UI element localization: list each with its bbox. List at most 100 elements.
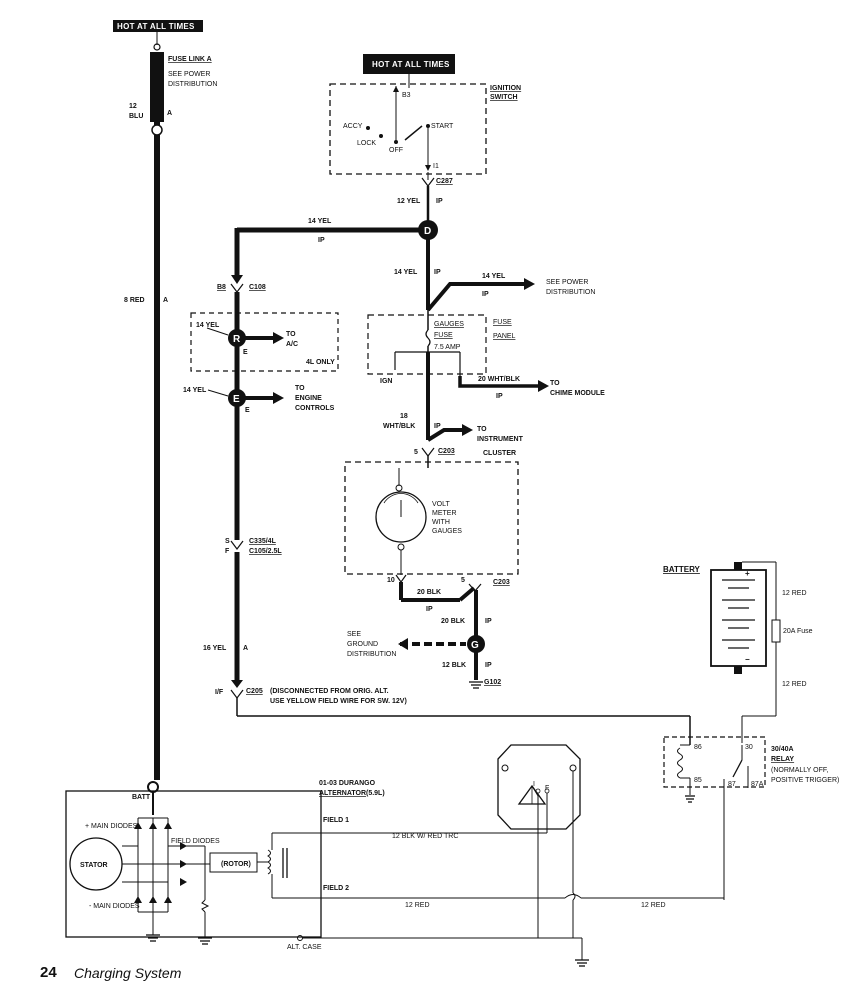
splice-g-letter: G <box>471 640 479 651</box>
batt-label: BATT <box>132 794 151 801</box>
relay-pin-87: 87 <box>728 781 736 788</box>
gauges-fuse-label-2: FUSE <box>434 332 453 339</box>
alternator <box>65 790 724 967</box>
regulator-f-label: F <box>545 785 549 792</box>
splice-r: R <box>190 312 339 372</box>
to-instrument-label-1: TO <box>477 426 487 433</box>
to-instrument-label-3: CLUSTER <box>483 450 516 457</box>
wire-16-yel-label: 16 YEL <box>203 645 227 652</box>
splice-d: D <box>231 220 438 310</box>
alternator-label-3: (5.9L) <box>366 790 385 797</box>
wire-18-label: 18 <box>400 413 408 420</box>
i1-label: I1 <box>433 163 439 170</box>
page-number: 24 <box>40 964 57 981</box>
to-ac-label-1: TO <box>286 331 296 338</box>
pin-5-label: 5 <box>414 449 418 456</box>
splice-r-letter: R <box>233 334 241 345</box>
fuse-link-label: FUSE LINK A <box>168 56 212 63</box>
start-label: START <box>431 123 454 130</box>
ip-label-7: IP <box>426 606 433 613</box>
pin-5b-label: 5 <box>461 577 465 584</box>
wire-12-label: 12 <box>129 103 137 110</box>
alternator-label-1: 01-03 DURANGO <box>319 780 376 787</box>
e-label-1: E <box>243 349 248 356</box>
disconnected-note-1: (DISCONNECTED FROM ORIG. ALT. <box>270 688 389 695</box>
page-section-title: Charging System <box>74 965 182 981</box>
branch-chime-module <box>458 376 549 392</box>
b8-label: B8 <box>217 284 226 291</box>
c335-label: C335/4L <box>249 538 277 545</box>
fuse-20a-label: 20A Fuse <box>783 628 813 635</box>
relay-pin-30: 30 <box>745 744 753 751</box>
branch-instrument-cluster <box>421 424 473 468</box>
to-engine-label-2: ENGINE <box>295 395 322 402</box>
4l-only-label: 4L ONLY <box>306 359 335 366</box>
volt-meter-label-4: GAUGES <box>432 528 462 535</box>
c205-label: C205 <box>246 688 263 695</box>
field-diodes-label: FIELD DIODES <box>171 838 220 845</box>
wire-12-red-d: 12 RED <box>641 902 666 909</box>
wire-14-yel-e: 14 YEL <box>183 387 207 394</box>
ignition-switch-label-1: IGNITION <box>490 85 521 92</box>
wire-blu-label: BLU <box>129 113 143 120</box>
disconnected-note-2: USE YELLOW FIELD WIRE FOR SW. 12V) <box>270 698 407 705</box>
wire-20-blk-b: 20 BLK <box>441 618 465 625</box>
to-ac-label-2: A/C <box>286 341 298 348</box>
relay-pin-87a: 87A <box>751 781 764 788</box>
wire-12-red-b: 12 RED <box>782 681 807 688</box>
svg-text:−: − <box>745 655 750 664</box>
c203-top-label: C203 <box>438 448 455 455</box>
wire-12-red-c: 12 RED <box>405 902 430 909</box>
see-ground-label-2: GROUND <box>347 641 378 648</box>
gauges-fuse-label-1: GAUGES <box>434 321 464 328</box>
relay-label-4: POSITIVE TRIGGER) <box>771 777 839 784</box>
ip-label-2: IP <box>318 237 325 244</box>
alternator-label-2: ALTERNATOR <box>319 790 366 797</box>
splice-d-letter: D <box>424 226 431 237</box>
fuse-link-a <box>150 52 164 122</box>
wire-12-red-a: 12 RED <box>782 590 807 597</box>
field-wire-to-relay <box>230 680 691 745</box>
wire-12-blk-red-trc: 12 BLK W/ RED TRC <box>392 833 458 840</box>
to-instrument-label-2: INSTRUMENT <box>477 436 524 443</box>
splice-e: E <box>207 389 284 407</box>
see-power-dist-label-1: SEE POWER <box>168 71 210 78</box>
f-label: F <box>225 548 230 555</box>
accy-label: ACCY <box>343 123 363 130</box>
wire-14-yel-mid: 14 YEL <box>394 269 418 276</box>
ip-label-5: IP <box>496 393 503 400</box>
volt-meter-label-3: WITH <box>432 519 450 526</box>
see-ground-label-1: SEE <box>347 631 361 638</box>
wire-20-wht-label: 20 WHT/BLK <box>478 376 520 383</box>
to-engine-label-3: CONTROLS <box>295 405 335 412</box>
b3-label: B3 <box>402 92 411 99</box>
c203-bottom-label: C203 <box>493 579 510 586</box>
alt-case-label: ALT. CASE <box>287 944 322 951</box>
main-diodes-plus-label: + MAIN DIODES <box>85 823 138 830</box>
c287-label: C287 <box>436 178 453 185</box>
regulator-i-label: I <box>533 781 535 788</box>
see-power-right-1: SEE POWER <box>546 279 588 286</box>
relay-label-3: (NORMALLY OFF, <box>771 767 828 774</box>
voltmeter-gauge <box>344 461 519 584</box>
branch-see-power-distribution <box>426 278 535 312</box>
wire-12-yel <box>421 177 435 225</box>
rotor-label: (ROTOR) <box>221 861 251 868</box>
c108-label: C108 <box>249 284 266 291</box>
wire-wht-blk-label: WHT/BLK <box>383 423 415 430</box>
battery: + − <box>710 561 781 743</box>
lock-label: LOCK <box>357 140 376 147</box>
fuse-panel <box>367 310 487 440</box>
gauge-ground-circuit: G <box>398 582 485 689</box>
e-label-2: E <box>245 407 250 414</box>
wire-14-yel-top: 14 YEL <box>308 218 332 225</box>
if-label: I/F <box>215 689 224 696</box>
relay-pin-85: 85 <box>694 777 702 784</box>
hot-at-all-times-badge-1 <box>113 20 203 32</box>
c105-label: C105/2.5L <box>249 548 282 555</box>
to-engine-label-1: TO <box>295 385 305 392</box>
see-power-dist-label-2: DISTRIBUTION <box>168 81 217 88</box>
hot-at-all-times-badge-2 <box>363 54 455 74</box>
fuse-amp-label: 7.5 AMP <box>434 344 461 351</box>
ip-label-6: IP <box>434 423 441 430</box>
